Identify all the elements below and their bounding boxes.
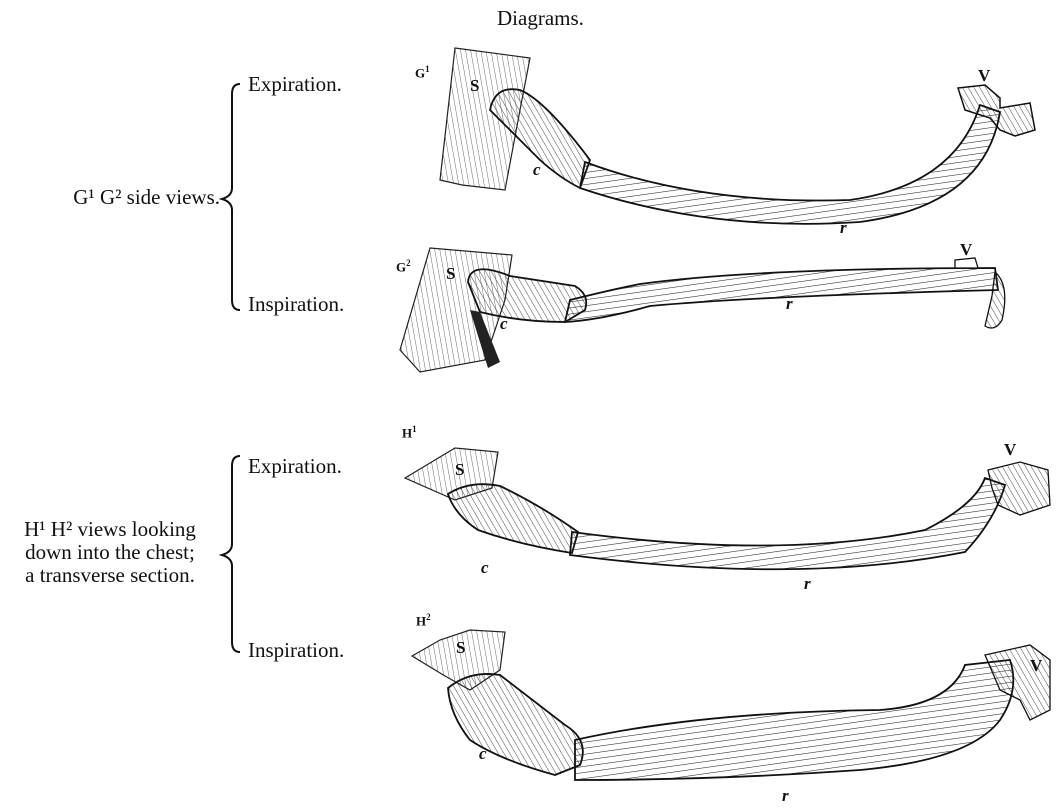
h2-vertebra-label: V bbox=[1030, 656, 1042, 676]
figure-g2-id: G2 bbox=[396, 258, 411, 275]
figure-g1-drawing bbox=[440, 48, 1035, 224]
g2-vertebra-label: V bbox=[960, 240, 972, 260]
h1-cartilage-label: c bbox=[481, 558, 489, 578]
g-inspiration-label: Inspiration. bbox=[248, 292, 344, 317]
brace-g bbox=[222, 84, 240, 310]
h-expiration-label: Expiration. bbox=[248, 454, 342, 479]
h-inspiration-label: Inspiration. bbox=[248, 638, 344, 663]
g1-rib-label: r bbox=[840, 218, 847, 238]
g1-sternum-label: S bbox=[470, 76, 479, 96]
figure-g2-drawing bbox=[400, 248, 1005, 372]
figure-h1-drawing bbox=[405, 448, 1050, 569]
page-title: Diagrams. bbox=[497, 6, 584, 31]
figure-g1-id: G1 bbox=[415, 64, 430, 81]
g-group-label: G¹ G² side views. bbox=[48, 186, 220, 209]
g2-rib-label: r bbox=[786, 294, 793, 314]
h2-sternum-label: S bbox=[456, 638, 465, 658]
h1-vertebra-label: V bbox=[1004, 440, 1016, 460]
figure-h2-id: H2 bbox=[416, 612, 431, 629]
h-group-label: H¹ H² views looking down into the chest;… bbox=[0, 518, 220, 587]
h-group-label-line-1: H¹ H² views looking bbox=[0, 518, 220, 541]
h2-cartilage-label: c bbox=[479, 744, 487, 764]
g1-cartilage-label: c bbox=[533, 160, 541, 180]
g-group-label-line: G¹ G² side views. bbox=[48, 186, 220, 209]
g-expiration-label: Expiration. bbox=[248, 72, 342, 97]
h-group-label-line-2: down into the chest; bbox=[0, 541, 220, 564]
h1-sternum-label: S bbox=[455, 460, 464, 480]
g2-cartilage-label: c bbox=[500, 314, 508, 334]
g1-vertebra-label: V bbox=[978, 66, 990, 86]
h2-rib-label: r bbox=[782, 786, 789, 806]
h-group-label-line-3: a transverse section. bbox=[0, 564, 220, 587]
h1-rib-label: r bbox=[804, 574, 811, 594]
g2-sternum-label: S bbox=[446, 264, 455, 284]
figure-h1-id: H1 bbox=[402, 424, 417, 441]
figure-h2-drawing bbox=[412, 630, 1050, 780]
brace-h bbox=[222, 456, 240, 652]
